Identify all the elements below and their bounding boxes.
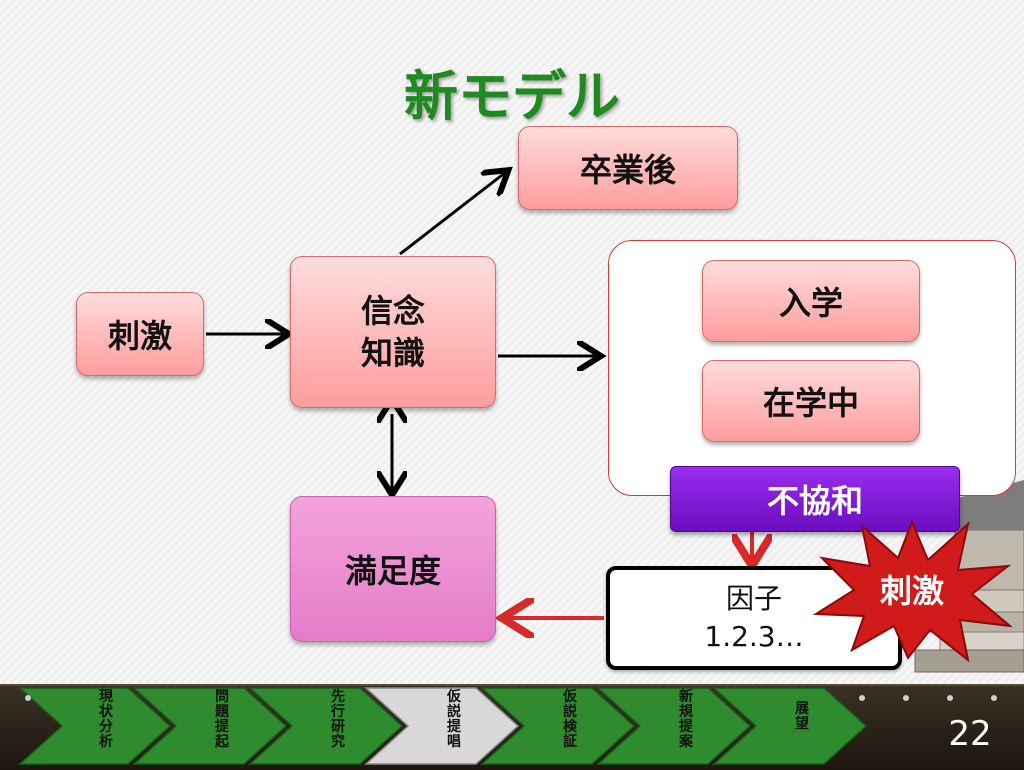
navigation-chevrons — [18, 687, 997, 765]
nav-item-problem-statement[interactable]: 問題提起 — [215, 689, 229, 750]
in-school-label: 在学中 — [762, 384, 859, 422]
belief-label: 信念 — [360, 292, 425, 330]
stimulus-burst: 刺激 — [852, 556, 972, 622]
belief-knowledge-box: 信念 知識 — [290, 256, 496, 408]
after-graduation-box: 卒業後 — [518, 126, 738, 210]
stimulus-label: 刺激 — [107, 317, 172, 355]
satisfaction-label: 満足度 — [344, 552, 441, 590]
enrollment-label: 入学 — [778, 284, 843, 322]
nav-item-hypothesis-verification[interactable]: 仮説検証 — [563, 689, 577, 750]
nav-item-outlook[interactable]: 展望 — [795, 701, 809, 732]
nav-item-current-analysis[interactable]: 現状分析 — [99, 689, 113, 750]
stimulus-burst-label: 刺激 — [879, 572, 944, 610]
knowledge-label: 知識 — [360, 334, 425, 372]
enrollment-box: 入学 — [702, 260, 920, 342]
factor-numbers: 1.2.3… — [704, 620, 804, 653]
in-school-box: 在学中 — [702, 360, 920, 442]
nav-item-hypothesis-proposal[interactable]: 仮説提唱 — [447, 689, 461, 750]
nav-item-prior-research[interactable]: 先行研究 — [331, 689, 345, 750]
satisfaction-box: 満足度 — [290, 496, 496, 642]
stimulus-burst-shape — [812, 519, 1012, 663]
stimulus-box: 刺激 — [76, 292, 204, 376]
factor-label: 因子 — [725, 582, 782, 615]
slide-title: 新モデル — [404, 65, 620, 128]
arrow-belief-to-after-graduation — [399, 172, 506, 256]
after-graduation-label: 卒業後 — [579, 151, 676, 189]
page-number: 22 — [948, 714, 992, 754]
nav-item-new-proposal[interactable]: 新規提案 — [679, 689, 693, 750]
dissonance-label: 不協和 — [766, 482, 863, 520]
